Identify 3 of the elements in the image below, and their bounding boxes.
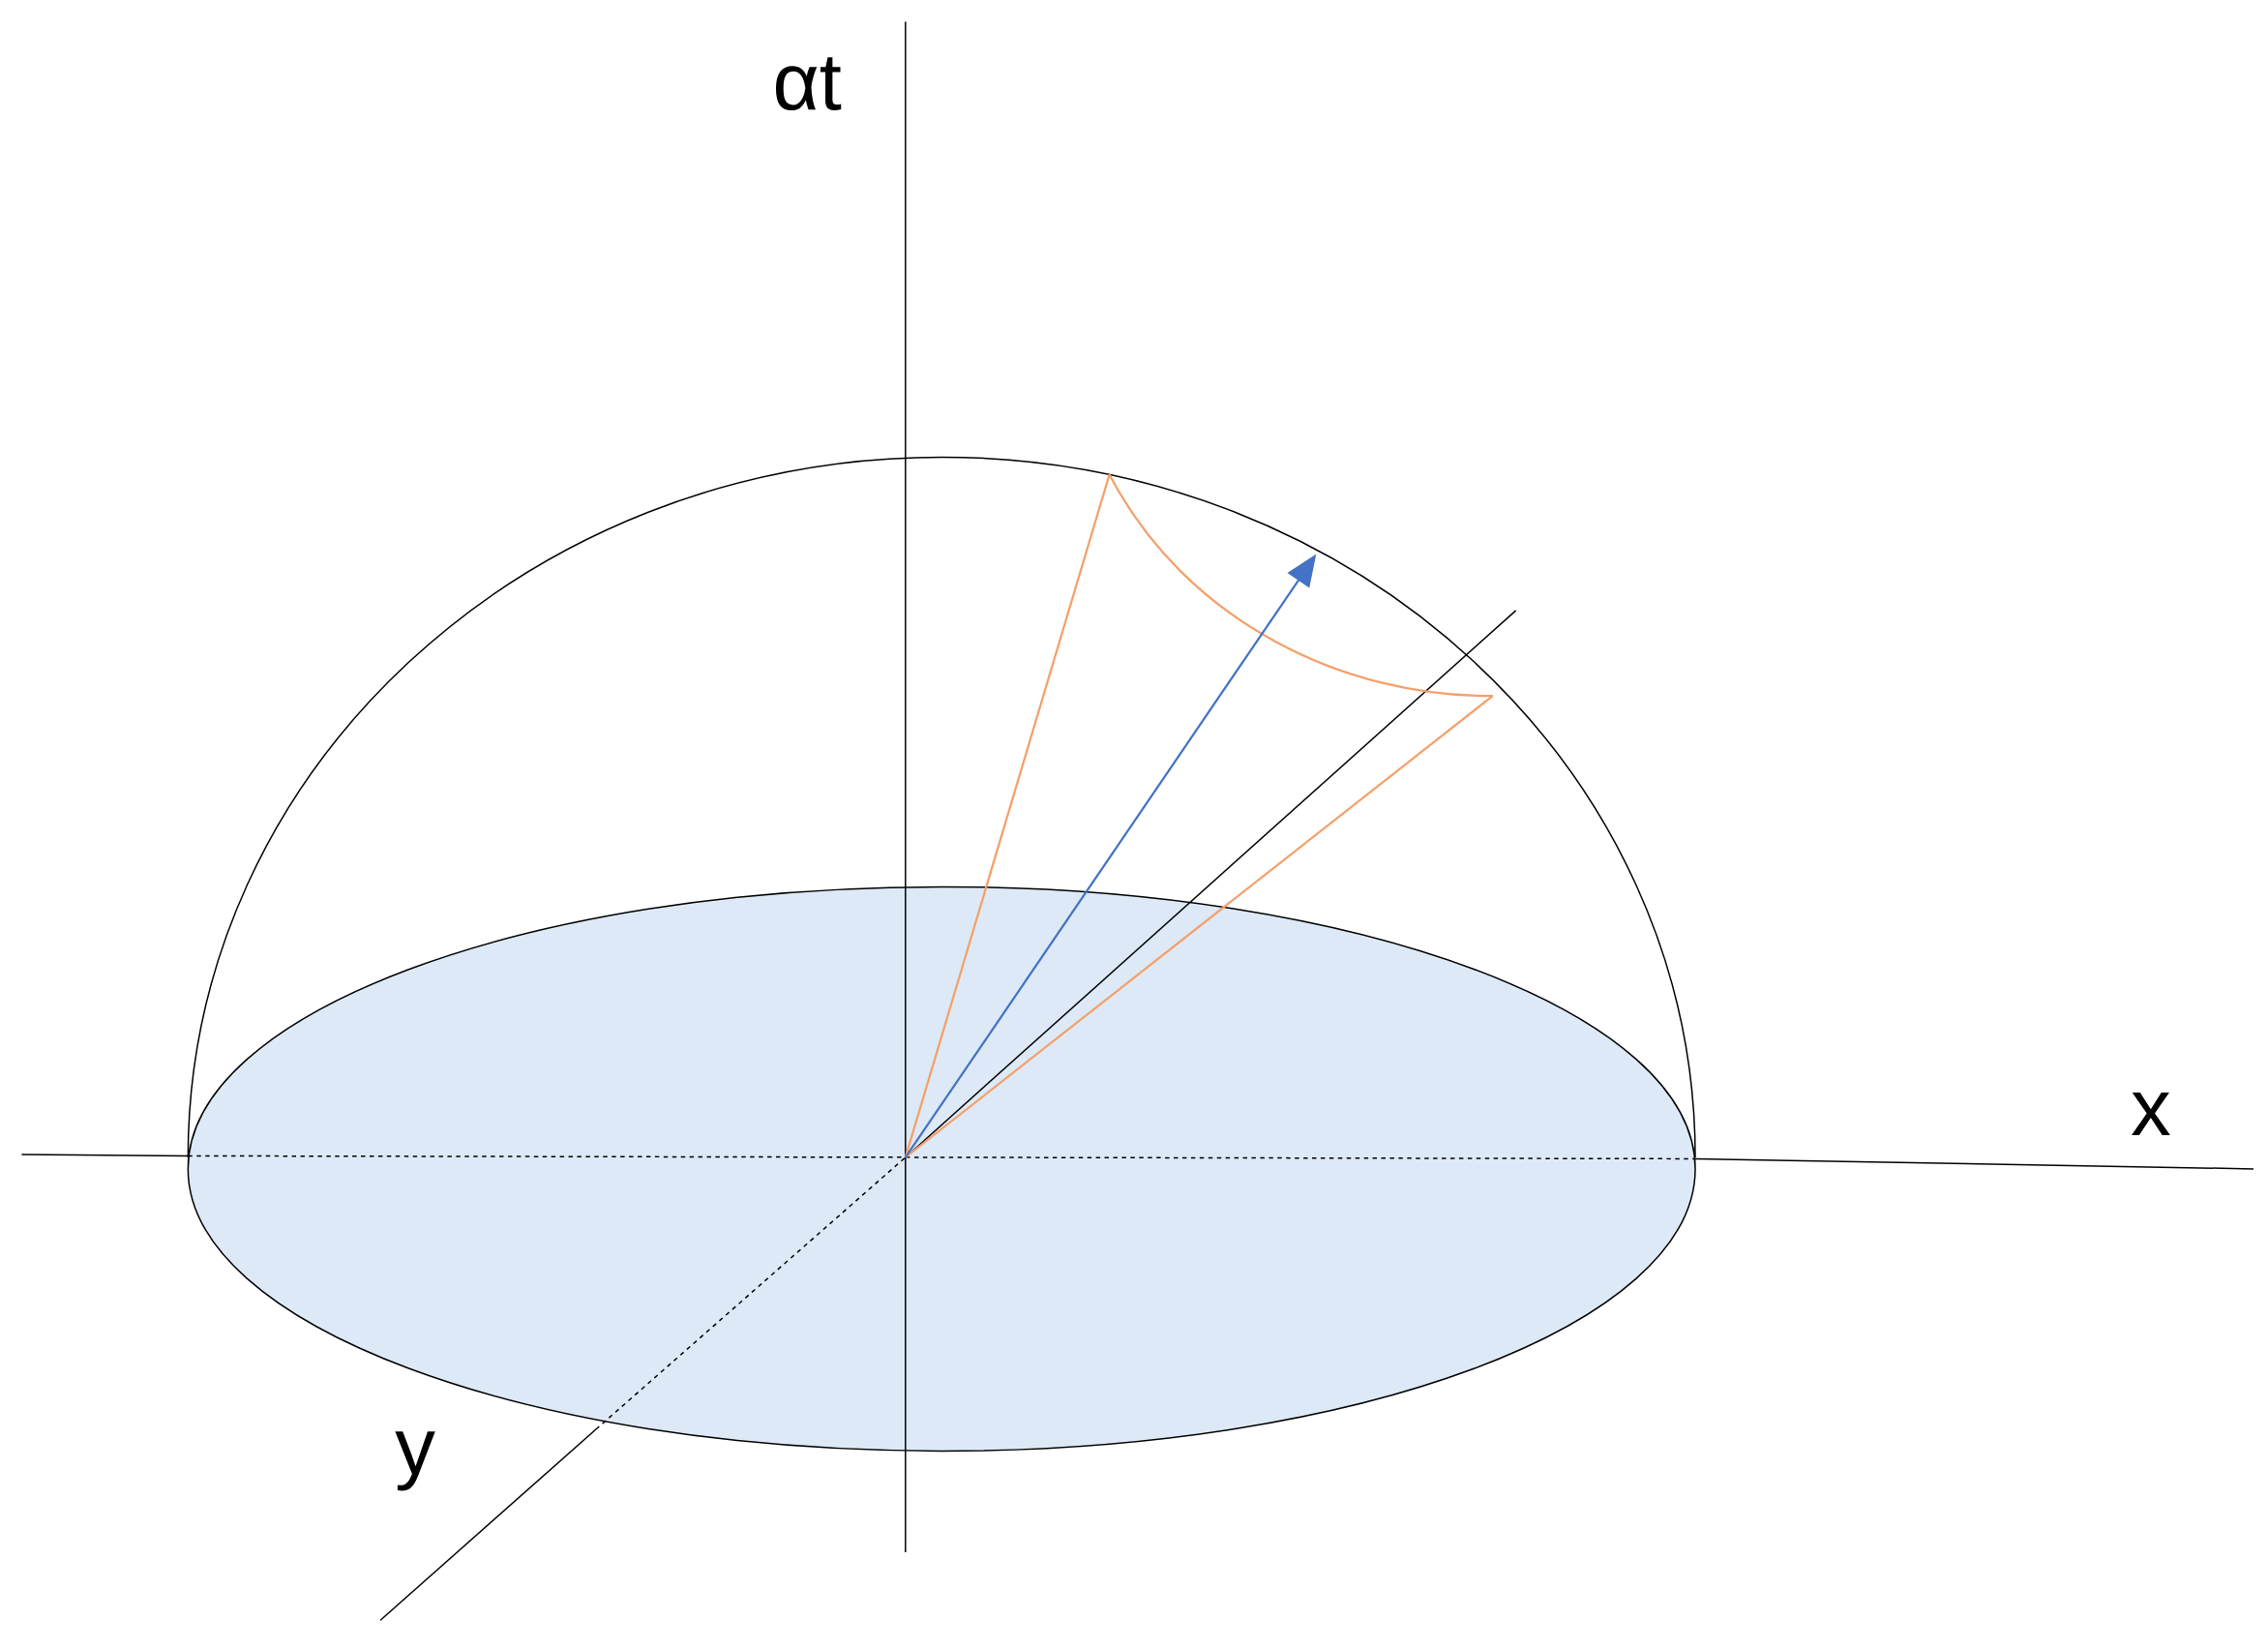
axis-label: y <box>395 1431 435 1491</box>
axis-label: αt <box>775 57 842 110</box>
axis-label: x <box>2132 1092 2170 1136</box>
